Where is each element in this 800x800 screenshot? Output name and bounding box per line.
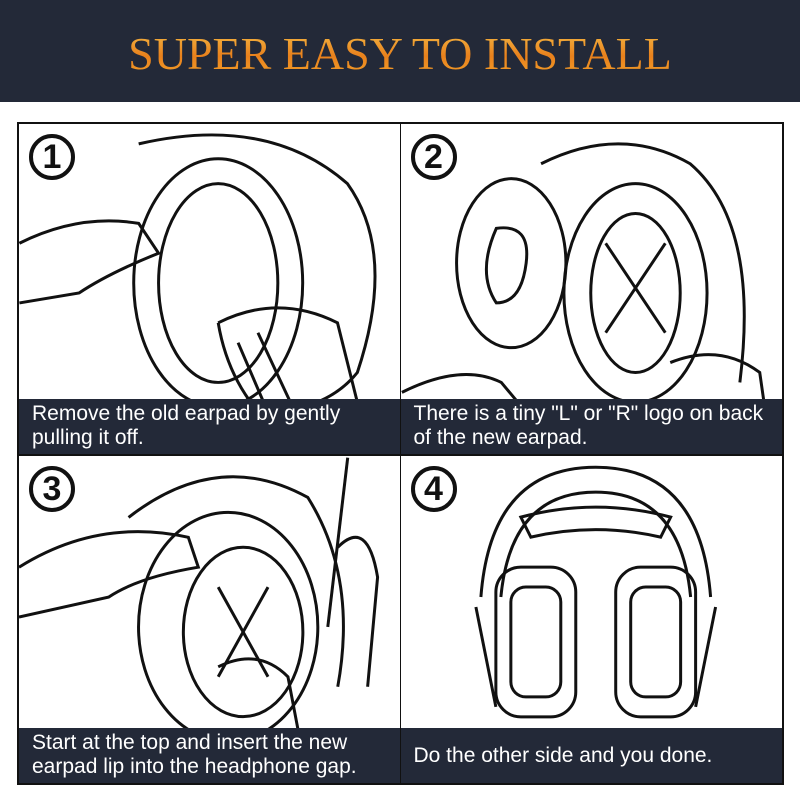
step-caption: Do the other side and you done. [400, 728, 782, 783]
step-number-badge: 2 [410, 134, 457, 180]
step-caption: Remove the old earpad by gently pulling … [19, 399, 400, 454]
header-banner: SUPER EASY TO INSTALL [0, 0, 800, 102]
step-number-badge: 4 [410, 466, 457, 512]
instruction-grid: 1 Remove the old earpad by gently pullin… [17, 122, 784, 785]
completed-headset-illustration [473, 465, 717, 719]
step-caption: There is a tiny "L" or "R" logo on back … [400, 399, 782, 454]
step-panel-1: 1 Remove the old earpad by gently pullin… [19, 124, 401, 456]
insert-earpad-illustration [19, 457, 380, 782]
step-number-badge: 1 [29, 134, 75, 180]
page-title: SUPER EASY TO INSTALL [128, 27, 672, 79]
step-panel-3: 3 Start at the top and insert the new ea… [19, 456, 401, 783]
step-panel-2: 2 There is a tiny "L" or "R" logo on bac… [400, 124, 782, 456]
earpad-lr-logo-illustration [400, 142, 771, 444]
step-number-badge: 3 [29, 466, 75, 512]
step-panel-4: 4 Do the other side and you done. [400, 456, 782, 783]
step-caption: Start at the top and insert the new earp… [19, 728, 400, 783]
